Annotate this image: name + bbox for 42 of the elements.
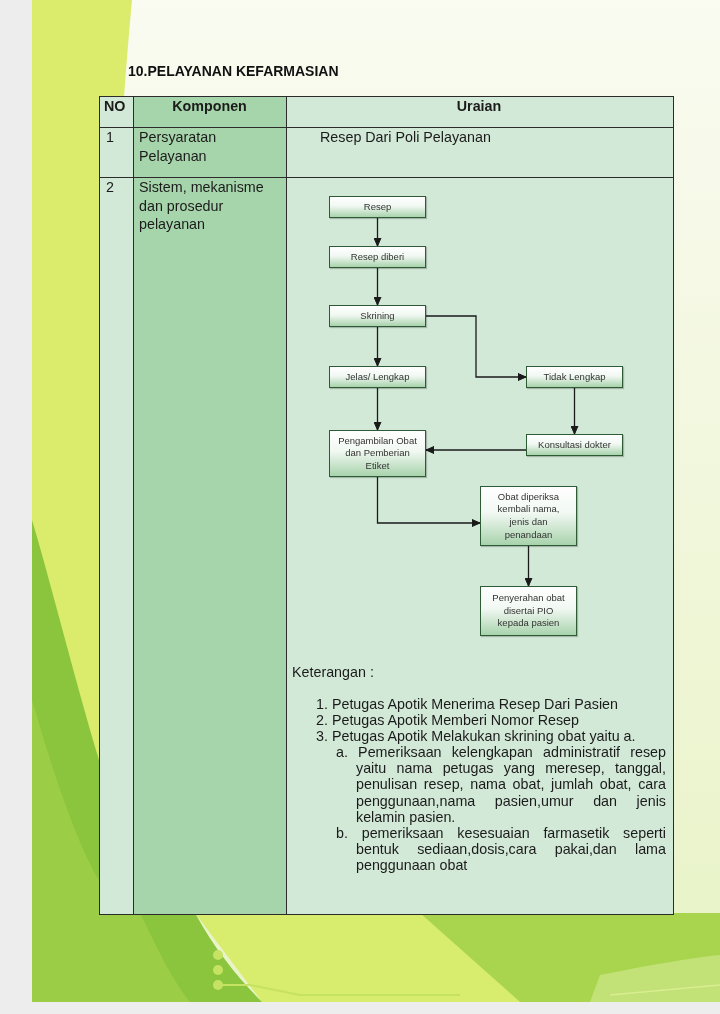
flow-arrow xyxy=(570,387,579,435)
notes-heading: Keterangan : xyxy=(292,663,374,682)
step-label: Pengambilan Obat dan Pemberian Etiket xyxy=(337,434,418,473)
process-box xyxy=(526,366,623,388)
description-text: Resep Dari Poli Pelayanan xyxy=(320,128,491,147)
process-box xyxy=(329,366,426,388)
process-box xyxy=(329,196,426,218)
process-box xyxy=(329,430,426,477)
column-header: NO xyxy=(104,97,126,116)
row-number: 2 xyxy=(106,178,114,197)
flow-arrow xyxy=(373,387,382,431)
step-label: Tidak Lengkap xyxy=(543,370,606,384)
flow-arrow xyxy=(373,217,382,247)
process-box xyxy=(329,305,426,327)
step-label: Penyerahan obat disertai PIO kepada pasien xyxy=(491,592,566,630)
flow-arrow xyxy=(373,326,382,367)
step-label: Skrining xyxy=(360,309,395,323)
list-item: 1. Petugas Apotik Menerima Resep Dari Pasien xyxy=(316,696,618,713)
page-title: 10.PELAYANAN KEFARMASIAN xyxy=(128,63,339,80)
step-label: Jelas/ Lengkap xyxy=(345,370,410,384)
step-label: Obat diperiksa kembali nama, jenis dan penandaan xyxy=(496,490,561,542)
component-label: Persyaratan Pelayanan xyxy=(139,128,218,165)
step-label: Resep xyxy=(363,200,392,214)
row-number: 1 xyxy=(106,128,114,147)
process-box xyxy=(329,246,426,268)
step-label: Konsultasi dokter xyxy=(538,438,611,452)
process-box xyxy=(480,486,577,546)
flow-arrow xyxy=(524,545,533,587)
flow-arrow xyxy=(373,267,382,306)
flow-arrow xyxy=(376,476,481,527)
component-label: Sistem, mekanisme dan prosedur pelayanan xyxy=(139,178,265,234)
flow-arrow xyxy=(425,446,527,454)
column-header: Komponen xyxy=(172,97,247,116)
column-header: Uraian xyxy=(456,97,502,116)
process-box xyxy=(480,586,577,636)
list-item: 3. Petugas Apotik Melakukan skrining obat yaitu a. xyxy=(316,728,636,745)
list-item: b. pemeriksaan kesesuaian farmasetik seperti bentuk sediaan,dosis,cara pakai,dan lama penggunaan obat xyxy=(336,825,666,874)
step-label: Resep diberi xyxy=(350,250,405,264)
list-item: 2. Petugas Apotik Memberi Nomor Resep xyxy=(316,712,580,729)
flow-arrow xyxy=(425,315,527,381)
list-item: a. Pemeriksaan kelengkapan administratif resep yaitu nama petugas yang meresep, tanggal, penulisan resep, nama obat, jumlah obat, cara penggunaan,nama pasien,umur dan jenis kelamin pasien. xyxy=(336,744,666,825)
process-box xyxy=(526,434,623,456)
